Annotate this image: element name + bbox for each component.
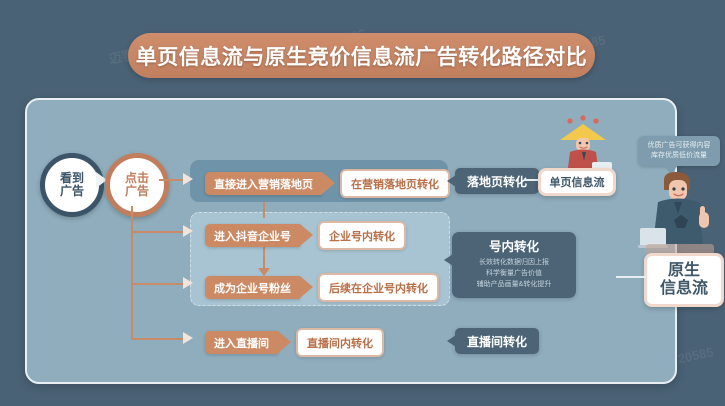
label-native-line-2: 信息流 bbox=[659, 280, 708, 297]
arrow-marker-row2-icon bbox=[183, 225, 193, 237]
connector-row2-to-row3 bbox=[263, 243, 265, 271]
flow-row-1-result[interactable]: 在营销落地页转化 bbox=[340, 169, 450, 198]
connector-landing-to-singlepage bbox=[524, 179, 540, 181]
arrow-marker-row4-icon bbox=[183, 332, 193, 344]
flow-row-4: 进入直播间 直播间内转化 bbox=[205, 328, 384, 357]
label-native-line-1: 原生 bbox=[667, 261, 700, 279]
speech-bubble-line-1: 优质广告可获得内容 bbox=[647, 141, 711, 149]
connector-line bbox=[131, 283, 185, 285]
speech-bubble-line-2: 库存优质低价流量 bbox=[651, 152, 707, 159]
connector-trunk bbox=[131, 206, 133, 340]
cluster-sub-line-1: 长效转化数据归因上报 bbox=[479, 259, 549, 266]
flow-row-4-result[interactable]: 直播间内转化 bbox=[296, 328, 384, 357]
connector-row1-to-row2 bbox=[263, 202, 265, 218]
node-see-ad[interactable]: 看到 广告 bbox=[40, 153, 104, 217]
flow-row-2-action[interactable]: 进入抖音企业号 bbox=[205, 224, 313, 247]
arrow-marker-row1-icon bbox=[183, 173, 193, 185]
node-see-ad-line2: 广告 bbox=[59, 184, 84, 198]
node-click-ad-line1: 点击 bbox=[124, 171, 149, 186]
connector-line bbox=[131, 231, 185, 233]
flow-row-3: 成为企业号粉丝 后续在企业号内转化 bbox=[205, 273, 439, 302]
cluster-sub-line-2: 科学衡量广告价值 bbox=[486, 269, 542, 277]
flow-row-2-result[interactable]: 企业号内转化 bbox=[318, 221, 406, 250]
flow-row-3-result[interactable]: 后续在企业号内转化 bbox=[318, 273, 439, 302]
flow-row-2: 进入抖音企业号 企业号内转化 bbox=[205, 221, 406, 250]
cluster-title: 号内转化 bbox=[488, 240, 539, 254]
label-single-page-feed: 单页信息流 bbox=[538, 168, 616, 196]
arrow-marker-row3-icon bbox=[183, 277, 193, 289]
page-title: 单页信息流与原生竞价信息流广告转化路径对比 bbox=[128, 33, 595, 78]
connector-line bbox=[131, 338, 185, 340]
page-title-text: 单页信息流与原生竞价信息流广告转化路径对比 bbox=[135, 45, 588, 69]
node-see-ad-line1: 看到 bbox=[59, 171, 84, 186]
banner-live-conversion: 直播间转化 bbox=[446, 328, 540, 354]
flow-row-3-action[interactable]: 成为企业号粉丝 bbox=[205, 276, 313, 299]
node-click-ad[interactable]: 点击 广告 bbox=[105, 153, 169, 217]
chevron-right-icon bbox=[96, 172, 107, 188]
node-click-ad-line2: 广告 bbox=[124, 184, 149, 198]
cluster-account-conversion: 号内转化 长效转化数据归因上报 科学衡量广告价值 辅助产品画量&转化提升 bbox=[444, 232, 576, 298]
flow-row-1: 直接进入营销落地页 在营销落地页转化 bbox=[205, 169, 450, 198]
connector-line bbox=[159, 179, 185, 181]
cluster-sub-line-3: 辅助产品画量&转化提升 bbox=[476, 280, 552, 288]
label-native-feed: 原生 信息流 bbox=[644, 253, 724, 307]
speech-bubble-native: 优质广告可获得内容 库存优质低价流量 bbox=[638, 136, 720, 175]
banner-landing-conversion: 落地页转化 bbox=[446, 168, 540, 194]
arrow-down-icon bbox=[258, 268, 270, 276]
flow-row-4-action[interactable]: 进入直播间 bbox=[205, 331, 291, 354]
flow-row-1-action[interactable]: 直接进入营销落地页 bbox=[205, 172, 335, 195]
connector-board-to-native bbox=[616, 276, 646, 278]
